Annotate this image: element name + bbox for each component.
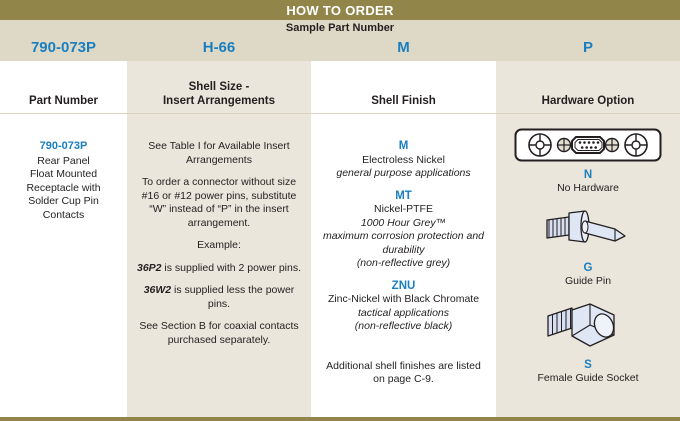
column-header-shell-finish: Shell Finish: [311, 61, 496, 114]
shell-size-example-2: 36W2 is supplied less the power pins.: [135, 284, 303, 311]
column-header-hardware-option: Hardware Option: [496, 61, 680, 114]
shell-size-example-1-text: is supplied with 2 power pins.: [161, 261, 302, 274]
shell-finish-code-m: M: [398, 140, 409, 152]
sample-value-part-number: 790-073P: [30, 38, 97, 56]
column-header-hardware-option-line1: Hardware Option: [541, 95, 635, 107]
shell-size-example-label: Example:: [197, 239, 241, 251]
guide-pin-icon: [504, 207, 672, 257]
part-number-desc-line1: Rear Panel: [37, 154, 90, 167]
shell-finish-note-znu-1: tactical applications: [357, 306, 450, 319]
shell-finish-option-znu: ZNU Zinc-Nickel with Black Chromate tact…: [319, 280, 488, 334]
shell-finish-name-znu: Zinc-Nickel with Black Chromate: [327, 293, 480, 305]
dsub-connector-no-hardware-icon: [504, 128, 672, 162]
sample-value-shell-size: H-66: [202, 38, 236, 56]
shell-finish-note-m-1: general purpose applications: [336, 167, 471, 179]
shell-finish-code-znu: ZNU: [391, 279, 416, 292]
shell-finish-name-mt: Nickel-PTFE: [374, 203, 433, 215]
shell-size-paragraph-2: To order a connector without size #16 or…: [141, 176, 297, 229]
column-header-part-number-line1: Part Number: [28, 95, 99, 107]
page-title: HOW TO ORDER: [0, 0, 680, 20]
column-header-shell-size-line2: Insert Arrangements: [162, 95, 276, 107]
hardware-code-g: G: [583, 262, 593, 274]
column-header-row: Part Number Shell Size - Insert Arrangem…: [0, 61, 680, 114]
cell-hardware-option: N No Hardware G Guide Pin: [496, 114, 680, 419]
bottom-rule: [0, 417, 680, 421]
shell-size-example-1: 36P2 is supplied with 2 power pins.: [135, 262, 303, 276]
part-number-code: 790-073P: [39, 140, 88, 152]
cell-part-number: 790-073P Rear Panel Float Mounted Recept…: [0, 114, 127, 419]
female-guide-socket-icon: [504, 302, 672, 354]
hardware-code-n: N: [583, 169, 593, 181]
part-number-desc-line3: Receptacle with: [26, 181, 101, 194]
shell-size-paragraph-1: See Table I for Available Insert Arrange…: [148, 140, 290, 166]
header-divider: [0, 113, 680, 114]
part-number-desc-line4: Solder Cup Pin: [28, 195, 99, 207]
hardware-name-g: Guide Pin: [564, 275, 612, 287]
shell-finish-note-znu-2: (non-reflective black): [354, 320, 453, 332]
hardware-name-n: No Hardware: [557, 182, 619, 194]
column-body-row: 790-073P Rear Panel Float Mounted Recept…: [0, 114, 680, 419]
shell-finish-note-mt-2: maximum corrosion protection and durabil…: [322, 230, 485, 256]
sample-value-hardware-option: P: [582, 38, 593, 56]
shell-finish-code-mt: MT: [395, 189, 412, 202]
shell-finish-footnote: Additional shell finishes are listed on …: [326, 359, 481, 386]
cell-shell-size: See Table I for Available Insert Arrange…: [127, 114, 311, 419]
shell-finish-note-mt-1: 1000 Hour Grey™: [360, 216, 447, 229]
column-header-part-number: Part Number: [0, 61, 127, 114]
shell-size-example-2-text: is supplied less the power pins.: [171, 284, 295, 310]
column-header-shell-size-line1: Shell Size -: [188, 81, 250, 93]
shell-finish-option-m: M Electroless Nickel general purpose app…: [319, 140, 488, 181]
sample-part-number-band: Sample Part Number 790-073P H-66 M P: [0, 20, 680, 61]
shell-size-example-1-code: 36P2: [136, 261, 162, 274]
sample-part-number-label: Sample Part Number: [285, 22, 395, 34]
hardware-name-s: Female Guide Socket: [537, 372, 639, 384]
sample-value-shell-finish: M: [397, 38, 410, 56]
shell-size-paragraph-4: See Section B for coaxial contacts purch…: [139, 320, 299, 346]
part-number-desc-line5: Contacts: [42, 208, 85, 221]
column-header-shell-size: Shell Size - Insert Arrangements: [127, 61, 311, 114]
cell-shell-finish: M Electroless Nickel general purpose app…: [311, 114, 496, 419]
column-header-shell-finish-line1: Shell Finish: [371, 95, 436, 107]
sample-part-number-values: 790-073P H-66 M P: [0, 35, 680, 59]
shell-finish-option-mt: MT Nickel-PTFE 1000 Hour Grey™ maximum c…: [319, 190, 488, 271]
part-number-desc-line2: Float Mounted: [29, 168, 98, 180]
shell-size-example-2-code: 36W2: [143, 284, 172, 296]
shell-finish-name-m: Electroless Nickel: [362, 153, 445, 166]
hardware-code-s: S: [584, 359, 592, 371]
shell-finish-note-mt-3: (non-reflective grey): [356, 257, 451, 269]
